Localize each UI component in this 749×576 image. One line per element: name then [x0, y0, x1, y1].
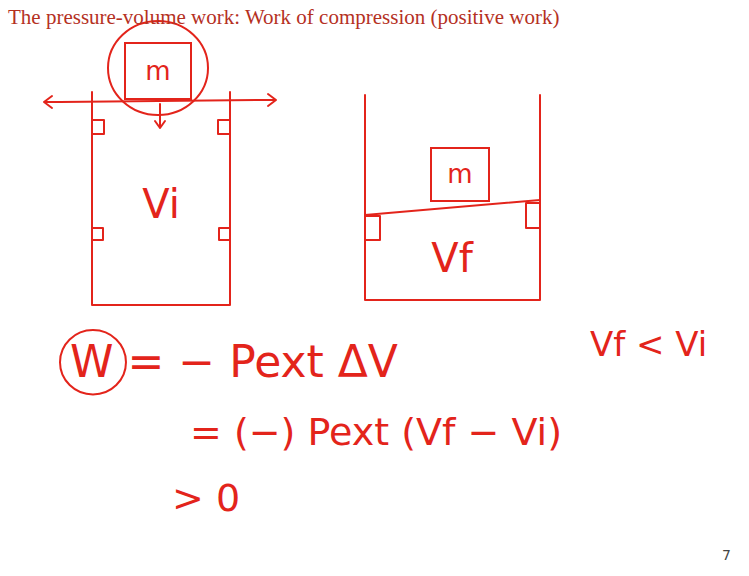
- arrow: [266, 94, 276, 106]
- page-number: 7: [722, 548, 731, 563]
- stop: [366, 216, 380, 240]
- mass-block: m: [124, 42, 192, 100]
- mass-block: m: [430, 147, 490, 202]
- equation: W = − Pext ΔV: [70, 338, 398, 386]
- stop: [526, 203, 539, 228]
- highlight-circle: [108, 21, 208, 115]
- cylinder-wall: [365, 95, 540, 300]
- piston: [365, 200, 540, 215]
- stop: [93, 120, 104, 134]
- stop: [219, 228, 229, 240]
- piston: [60, 100, 266, 102]
- cylinder-wall: [92, 92, 230, 305]
- slide-title: The pressure-volume work: Work of compre…: [8, 6, 559, 29]
- node-text: Vf: [431, 236, 472, 280]
- equation: = (−) Pext (Vf − Vi): [190, 412, 562, 454]
- inequality: Vf < Vi: [590, 326, 707, 363]
- arrow: [44, 96, 60, 108]
- node-text: Vi: [142, 182, 180, 226]
- stop: [218, 120, 229, 134]
- arrow: [155, 104, 165, 128]
- stop: [93, 228, 103, 240]
- node-text: m: [447, 160, 472, 189]
- node-text: m: [145, 57, 170, 86]
- gas-volume: Vi: [96, 106, 226, 302]
- inequality: > 0: [172, 478, 240, 520]
- gas-volume: Vf: [382, 218, 522, 298]
